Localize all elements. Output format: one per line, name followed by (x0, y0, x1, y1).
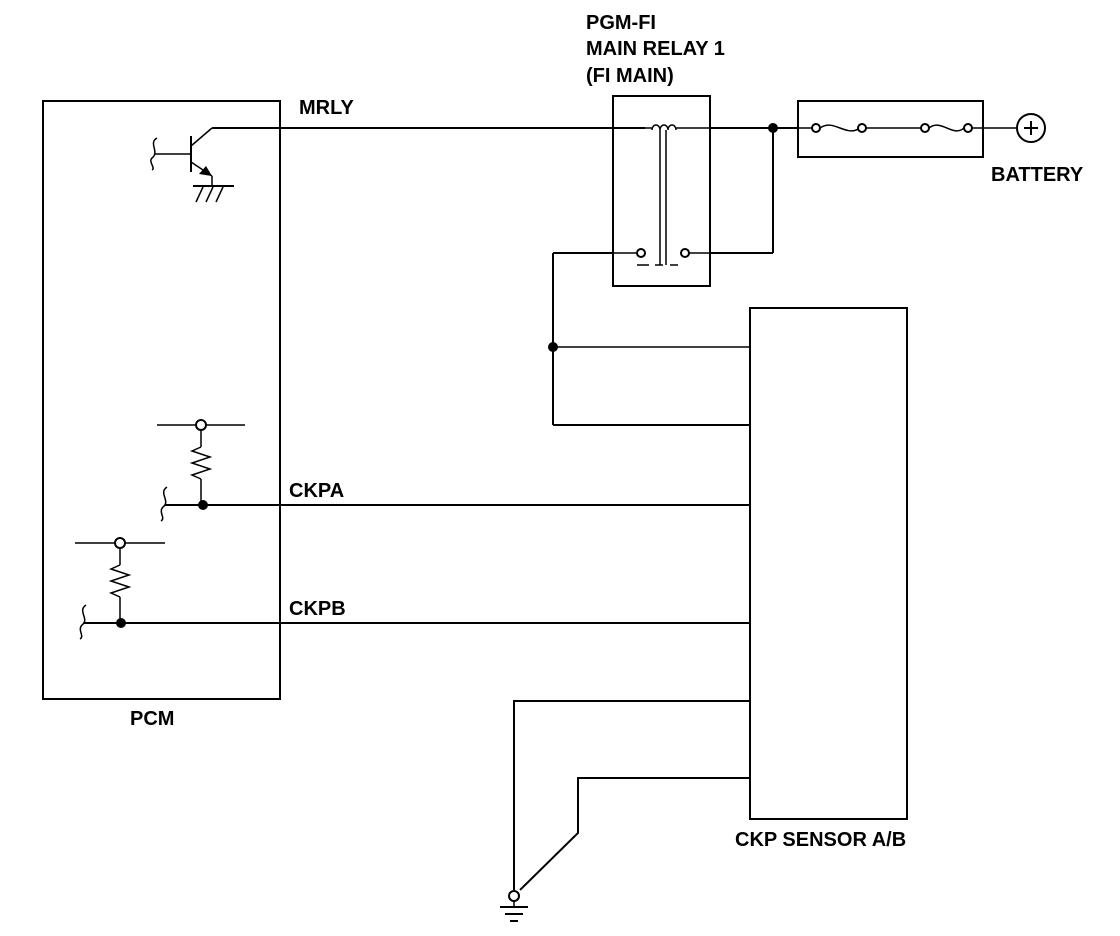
fuse-2 (920, 123, 1016, 133)
relay-label-line2: MAIN RELAY 1 (586, 38, 725, 60)
relay-label-line1: PGM-FI (586, 12, 656, 34)
relay-switch (613, 248, 710, 266)
mrly-label: MRLY (299, 97, 354, 119)
splice-dot (548, 342, 558, 352)
fuse-box (797, 100, 984, 158)
main-relay-box (612, 95, 711, 287)
plus-icon (1016, 113, 1046, 143)
chassis-ground-icon (193, 185, 234, 203)
pcm-transistor (150, 127, 213, 186)
ground-icon (500, 890, 528, 922)
battery-label: BATTERY (991, 164, 1084, 186)
relay-coil (645, 124, 710, 265)
sensor-shield-wire (519, 777, 750, 891)
pcm-label: PCM (130, 708, 174, 730)
ckpb-label: CKPB (289, 598, 346, 620)
sensor-ground-wire (513, 700, 750, 890)
relay-label-line3: (FI MAIN) (586, 65, 674, 87)
ckpa-label: CKPA (289, 480, 344, 502)
fuse-1 (798, 123, 921, 133)
pcm-box (42, 100, 281, 700)
splice-dot (116, 618, 126, 628)
ckp-sensor-box (749, 307, 908, 820)
splice-dot (198, 500, 208, 510)
ckpa-pullup (157, 419, 245, 522)
ckp-sensor-label: CKP SENSOR A/B (735, 829, 906, 851)
